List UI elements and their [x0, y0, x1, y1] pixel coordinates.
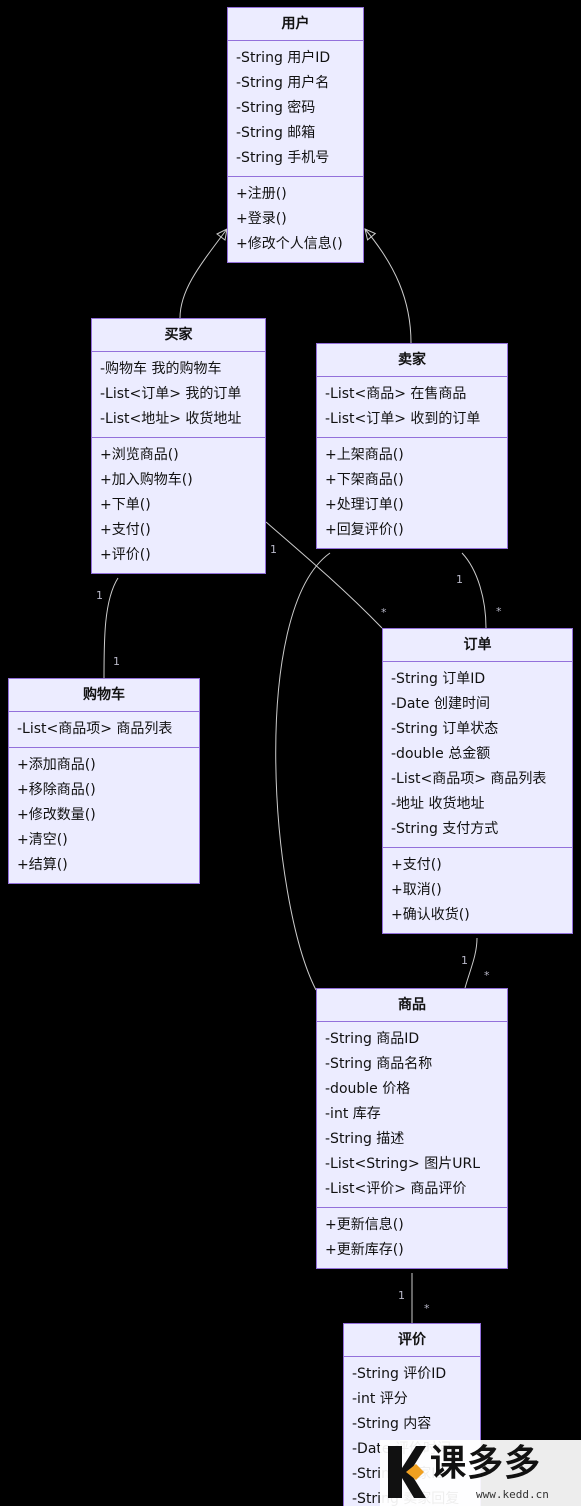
method: +更新库存()	[325, 1242, 404, 1258]
class-user[interactable]: 用户 -String 用户ID -String 用户名 -String 密码 -…	[227, 7, 364, 263]
attribute: -String 订单ID	[391, 671, 486, 687]
attribute: -List<商品> 在售商品	[325, 386, 467, 402]
watermark-url: www.kedd.cn	[476, 1488, 549, 1501]
association-order-product	[464, 937, 478, 989]
method-section: +浏览商品() +加入购物车() +下单() +支付() +评价()	[92, 437, 265, 573]
multiplicity-label: 1	[461, 954, 468, 967]
class-order[interactable]: 订单 -String 订单ID -Date 创建时间 -String 订单状态 …	[382, 628, 573, 934]
attribute-section: -List<商品> 在售商品 -List<订单> 收到的订单	[317, 377, 507, 437]
attribute: -List<地址> 收货地址	[100, 411, 242, 427]
attribute: -String 用户名	[236, 75, 330, 91]
attribute: -String 描述	[325, 1131, 405, 1147]
attribute: -List<商品项> 商品列表	[17, 721, 173, 737]
method: +结算()	[17, 857, 68, 873]
attribute: -List<订单> 收到的订单	[325, 411, 481, 427]
attribute: -List<评价> 商品评价	[325, 1181, 467, 1197]
multiplicity-label: 1	[96, 589, 103, 602]
class-title: 卖家	[317, 344, 507, 377]
multiplicity-label: 1	[398, 1289, 405, 1302]
attribute-section: -购物车 我的购物车 -List<订单> 我的订单 -List<地址> 收货地址	[92, 352, 265, 437]
attribute: -int 库存	[325, 1106, 381, 1122]
class-title: 商品	[317, 989, 507, 1022]
attribute: -String 支付方式	[391, 821, 499, 837]
attribute-section: -String 订单ID -Date 创建时间 -String 订单状态 -do…	[383, 662, 572, 847]
method: +取消()	[391, 882, 442, 898]
attribute: -String 密码	[236, 100, 316, 116]
class-title: 买家	[92, 319, 265, 352]
method: +确认收货()	[391, 907, 470, 923]
method: +浏览商品()	[100, 447, 179, 463]
association-buyer-cart	[103, 577, 119, 679]
method: +上架商品()	[325, 447, 404, 463]
inheritance-seller-user	[365, 229, 412, 344]
attribute: -String 商品ID	[325, 1031, 420, 1047]
watermark-brand: 课多多	[430, 1443, 542, 1484]
method: +处理订单()	[325, 497, 404, 513]
inheritance-buyer-user	[179, 229, 227, 319]
method: +支付()	[100, 522, 151, 538]
attribute: -List<String> 图片URL	[325, 1156, 480, 1172]
method: +加入购物车()	[100, 472, 193, 488]
multiplicity-label: 1	[113, 655, 120, 668]
method: +添加商品()	[17, 757, 96, 773]
attribute: -double 总金额	[391, 746, 491, 762]
attribute: -int 评分	[352, 1391, 408, 1407]
association-buyer-order	[265, 521, 383, 629]
attribute: -String 邮箱	[236, 125, 316, 141]
method: +下架商品()	[325, 472, 404, 488]
attribute: -List<订单> 我的订单	[100, 386, 242, 402]
multiplicity-label: 1	[456, 573, 463, 586]
multiplicity-label: *	[484, 969, 490, 982]
attribute: -String 内容	[352, 1416, 432, 1432]
class-product[interactable]: 商品 -String 商品ID -String 商品名称 -double 价格 …	[316, 988, 508, 1269]
method-section: +添加商品() +移除商品() +修改数量() +清空() +结算()	[9, 747, 199, 883]
method-section: +上架商品() +下架商品() +处理订单() +回复评价()	[317, 437, 507, 548]
method: +回复评价()	[325, 522, 404, 538]
attribute: -Date 创建时间	[391, 696, 490, 712]
multiplicity-label: *	[496, 605, 502, 618]
attribute: -String 订单状态	[391, 721, 499, 737]
attribute: -String 评价ID	[352, 1366, 447, 1382]
k-logo-icon	[388, 1446, 426, 1498]
class-title: 购物车	[9, 679, 199, 712]
method: +清空()	[17, 832, 68, 848]
method: +更新信息()	[325, 1217, 404, 1233]
class-title: 订单	[383, 629, 572, 662]
class-buyer[interactable]: 买家 -购物车 我的购物车 -List<订单> 我的订单 -List<地址> 收…	[91, 318, 266, 574]
multiplicity-label: 1	[270, 543, 277, 556]
multiplicity-label: *	[381, 606, 387, 619]
method-section: +注册() +登录() +修改个人信息()	[228, 176, 363, 262]
class-title: 用户	[228, 8, 363, 41]
method: +支付()	[391, 857, 442, 873]
attribute: -地址 收货地址	[391, 796, 485, 812]
multiplicity-label: *	[424, 1302, 430, 1315]
method: +下单()	[100, 497, 151, 513]
attribute: -double 价格	[325, 1081, 411, 1097]
attribute: -String 商品名称	[325, 1056, 433, 1072]
method: +修改数量()	[17, 807, 96, 823]
method: +移除商品()	[17, 782, 96, 798]
attribute: -String 用户ID	[236, 50, 331, 66]
watermark-logo: 课多多 www.kedd.cn	[380, 1440, 581, 1506]
attribute-section: -List<商品项> 商品列表	[9, 712, 199, 747]
attribute: -购物车 我的购物车	[100, 361, 222, 377]
class-seller[interactable]: 卖家 -List<商品> 在售商品 -List<订单> 收到的订单 +上架商品(…	[316, 343, 508, 549]
method: +评价()	[100, 547, 151, 563]
association-seller-product	[275, 552, 331, 991]
attribute: -List<商品项> 商品列表	[391, 771, 547, 787]
method: +修改个人信息()	[236, 236, 343, 252]
association-seller-order	[461, 552, 487, 629]
method: +注册()	[236, 186, 287, 202]
attribute: -String 手机号	[236, 150, 330, 166]
method-section: +支付() +取消() +确认收货()	[383, 847, 572, 933]
class-shopping-cart[interactable]: 购物车 -List<商品项> 商品列表 +添加商品() +移除商品() +修改数…	[8, 678, 200, 884]
class-title: 评价	[344, 1324, 480, 1357]
attribute-section: -String 用户ID -String 用户名 -String 密码 -Str…	[228, 41, 363, 176]
method-section: +更新信息() +更新库存()	[317, 1207, 507, 1268]
attribute-section: -String 商品ID -String 商品名称 -double 价格 -in…	[317, 1022, 507, 1207]
method: +登录()	[236, 211, 287, 227]
